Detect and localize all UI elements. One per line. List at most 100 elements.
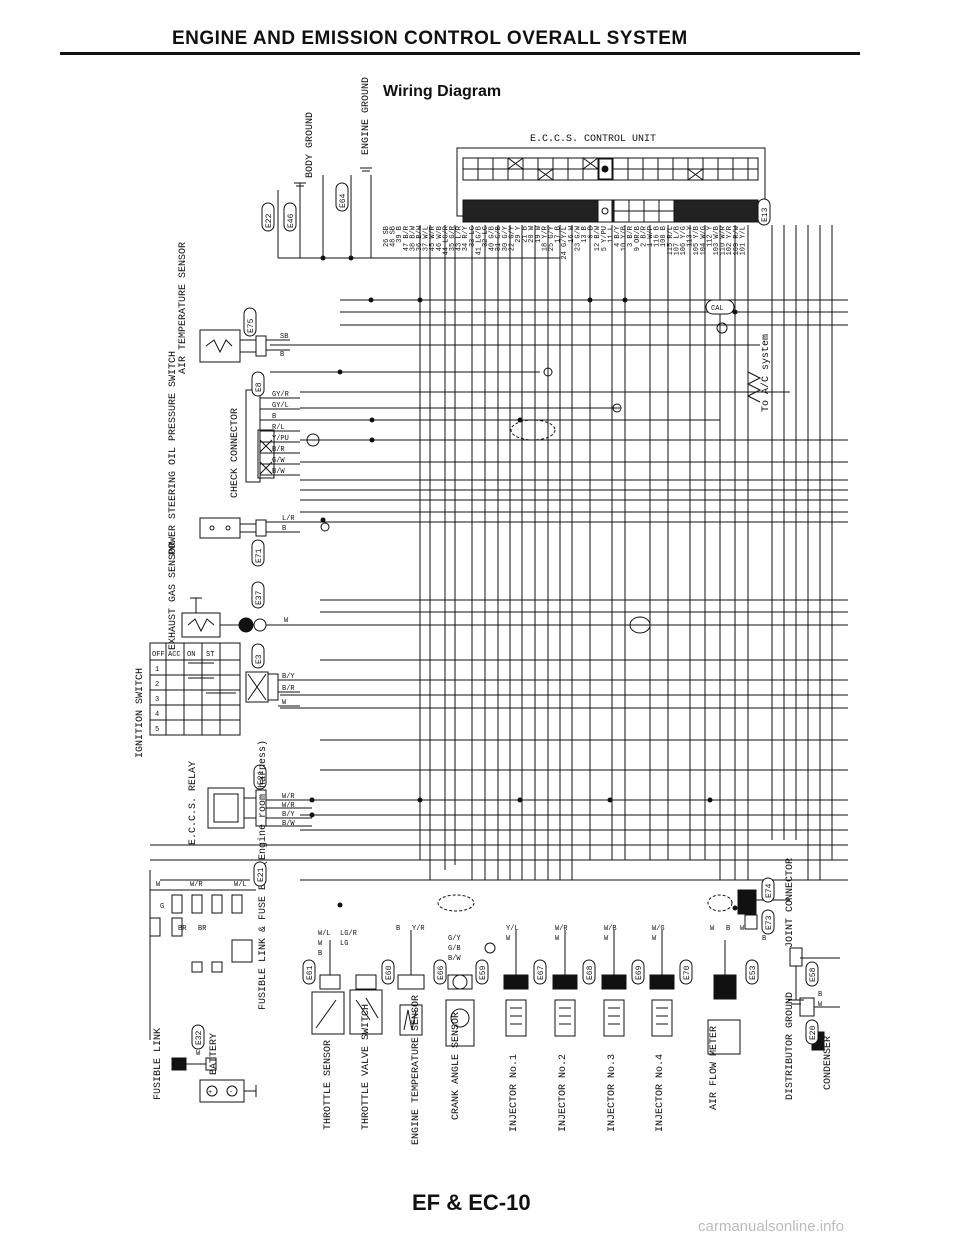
svg-text:E69: E69 xyxy=(635,965,644,980)
wire-label: GY/L xyxy=(272,402,289,410)
wire-label: LG/R xyxy=(340,930,358,938)
wire-label: W/R xyxy=(190,881,203,889)
air-flow-meter-label: AIR FLOW METER xyxy=(709,1026,720,1110)
wire-label: B/W xyxy=(448,955,461,963)
connector-tag-e53: E53 xyxy=(745,959,759,985)
ign-row: 3 xyxy=(155,696,159,704)
shield-oval xyxy=(629,616,651,634)
ecu-pin-label: 4 B/Y xyxy=(614,225,622,247)
ecu-pin-label: 44 LG/R xyxy=(442,225,450,255)
ecu-pin-label: 37 W/L xyxy=(423,226,431,251)
wire-label: B/W xyxy=(272,468,285,476)
wire-label: W xyxy=(156,881,161,889)
ecu-pin-label: 35 G/R xyxy=(449,225,457,251)
junction-circle xyxy=(320,522,330,532)
svg-text:E68: E68 xyxy=(586,965,595,980)
connector-tag-e46: E46 xyxy=(283,202,297,232)
svg-text:E37: E37 xyxy=(255,590,264,605)
wire-label: W xyxy=(652,935,657,943)
ign-col-st: ST xyxy=(206,651,214,659)
throttle-valve-switch xyxy=(349,974,383,1035)
harness-trunks xyxy=(419,225,833,880)
ecu-pin-label: 33 LG xyxy=(469,226,477,247)
ecu-pin-label: 32 LG xyxy=(482,226,490,247)
connector-tag-e32: E32 xyxy=(191,1024,205,1050)
engine-ground-label: ENGINE GROUND xyxy=(361,77,372,155)
power-steering-switch-label: POWER STEERING OIL PRESSURE SWITCH xyxy=(168,351,179,555)
wire-label: W xyxy=(196,1050,201,1058)
crank-angle-sensor xyxy=(445,974,475,1047)
injector-label: INJECTOR No.2 xyxy=(558,1054,569,1132)
ac-system-arrows xyxy=(747,371,762,403)
connector-tag-e74: E74 xyxy=(761,877,775,903)
wire-label: R/L xyxy=(272,424,285,432)
connector-tag-e13: E13 xyxy=(757,198,771,226)
svg-text:CAL: CAL xyxy=(711,305,724,313)
svg-text:E74: E74 xyxy=(765,883,774,898)
connector-tag-e58: E58 xyxy=(805,961,819,987)
wire-label: G/W xyxy=(272,457,285,465)
ecu-label: E.C.C.S. CONTROL UNIT xyxy=(530,134,656,145)
ecu-pin-label: 41 LG/B xyxy=(475,226,483,255)
ecu-pin-label: 109 R/W xyxy=(733,225,741,255)
wire-label: B xyxy=(318,950,322,958)
connector-tag-e61: E61 xyxy=(302,959,316,985)
wire-label: B xyxy=(818,991,822,999)
ignition-connector xyxy=(245,671,300,707)
connector-tag-e22: E22 xyxy=(261,202,275,232)
wire-label: GY/R xyxy=(272,391,290,399)
svg-text:E61: E61 xyxy=(306,965,315,980)
throttle-sensor xyxy=(311,940,345,1035)
ecu-pin-label: 101 Y/L xyxy=(739,226,747,255)
engine-temp-sensor-label: ENGINE TEMPERATURE SENSOR xyxy=(411,995,422,1145)
throttle-sensor-label: THROTTLE SENSOR xyxy=(323,1040,334,1130)
wire-label: BR xyxy=(198,925,207,933)
injector-2 xyxy=(552,930,578,1037)
connector-tag-e75: E75 xyxy=(243,307,257,337)
wire-label: B/R xyxy=(272,446,285,454)
ecu-pin-label: 5 Y/PU xyxy=(601,226,609,251)
injector-1 xyxy=(503,930,529,1037)
connector-tag-e73: E73 xyxy=(761,909,775,935)
connector-tag-e64: E64 xyxy=(335,182,349,212)
junction-circle xyxy=(543,367,553,377)
wire-label: W xyxy=(710,925,715,933)
fusible-link xyxy=(171,1057,217,1071)
fusible-link-fuse-box xyxy=(149,870,256,1040)
ecu-pin-label: 30 G/Y xyxy=(502,225,510,251)
svg-text:E8: E8 xyxy=(255,382,264,392)
ign-row: 5 xyxy=(155,726,159,734)
ecu-pin-label: 48 SB xyxy=(390,226,398,247)
wire-label: Y/R xyxy=(412,925,425,933)
injector-4 xyxy=(649,930,675,1037)
wire-label: G/Y xyxy=(448,935,461,943)
wire-label: W xyxy=(506,935,511,943)
ecu-pin-label: 9 OR/B xyxy=(634,226,642,251)
wire-label: W xyxy=(604,935,609,943)
injector-3 xyxy=(601,930,627,1037)
svg-text:E70: E70 xyxy=(683,965,692,980)
ecu-pin-label: 12 B/W xyxy=(594,225,602,251)
svg-text:E22: E22 xyxy=(265,213,274,228)
svg-text:E71: E71 xyxy=(255,548,264,563)
svg-text:E60: E60 xyxy=(385,965,394,980)
ign-col-acc: ACC xyxy=(168,651,181,659)
relay-wires: W/RW/RB/YB/W xyxy=(282,793,295,828)
svg-text:E32: E32 xyxy=(195,1030,204,1045)
ecu-pin-label: 6 B xyxy=(588,226,596,239)
ecu-pin-label: 1 W/P xyxy=(647,226,655,247)
ecu-pin-label: 10 Y/B xyxy=(621,226,629,251)
wire-label: Y/L xyxy=(506,925,519,933)
wire-label: B/R xyxy=(282,685,295,693)
injector-label: INJECTOR No.3 xyxy=(607,1054,618,1132)
wire-label: SB xyxy=(280,333,288,341)
ecu-pin-label: 22 G/Y xyxy=(508,225,516,251)
ecu-pin-label: 113 Y xyxy=(687,225,695,247)
joint-connector-label: JOINT CONNECTOR xyxy=(785,858,796,948)
ign-row: 1 xyxy=(155,666,159,674)
connector-tag-e69: E69 xyxy=(631,959,645,985)
ecu-pin-label: 17 B xyxy=(555,226,563,243)
junction-circle xyxy=(484,942,496,954)
